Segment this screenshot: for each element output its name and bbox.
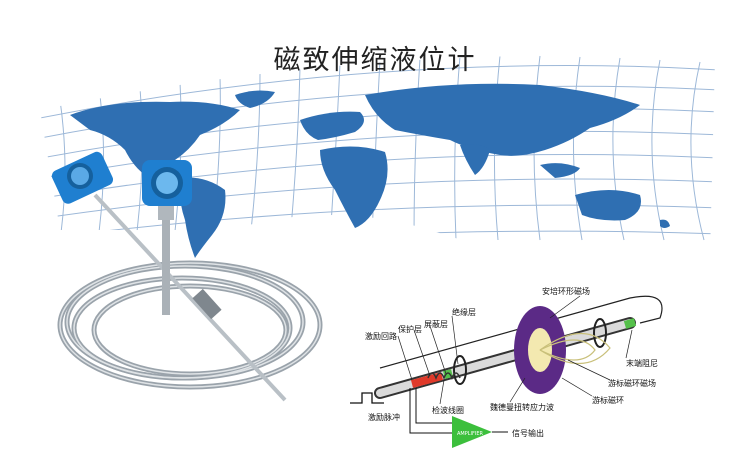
label-excite-pulse: 激励脉冲 xyxy=(368,413,400,422)
amplifier-symbol xyxy=(452,416,492,448)
coiled-cable xyxy=(57,260,323,390)
float xyxy=(192,288,222,320)
label-protect-layer: 保护层 xyxy=(398,325,422,334)
product-illustration xyxy=(51,151,323,402)
principle-diagram: AMPLIFIER xyxy=(350,295,663,448)
label-end-damping: 末端阻尼 xyxy=(626,359,658,368)
label-ampere-field: 安培环形磁场 xyxy=(542,287,590,296)
page-title: 磁致伸缩液位计 xyxy=(273,45,477,76)
pulse-symbol xyxy=(350,392,384,404)
label-insulate-layer: 绝缘层 xyxy=(452,308,476,317)
amplifier-label: AMPLIFIER xyxy=(457,431,484,437)
label-shield-layer: 屏蔽层 xyxy=(424,320,448,329)
probe-rod xyxy=(93,193,287,402)
continents xyxy=(70,83,670,258)
label-float-ring-field: 游标磁环磁场 xyxy=(608,379,656,388)
label-detect-coil: 检波线圈 xyxy=(432,406,464,415)
magnetic-ring xyxy=(514,306,611,394)
label-torsion-wave: 魏德曼扭转应力波 xyxy=(490,403,554,412)
label-float-ring: 游标磁环 xyxy=(592,396,624,405)
label-excite-loop: 激励回路 xyxy=(365,332,397,341)
label-signal-out: 信号输出 xyxy=(512,429,544,438)
detect-coil xyxy=(427,372,461,381)
transmitter-housing-left xyxy=(51,151,114,204)
transmitter-housing-center xyxy=(142,160,192,315)
